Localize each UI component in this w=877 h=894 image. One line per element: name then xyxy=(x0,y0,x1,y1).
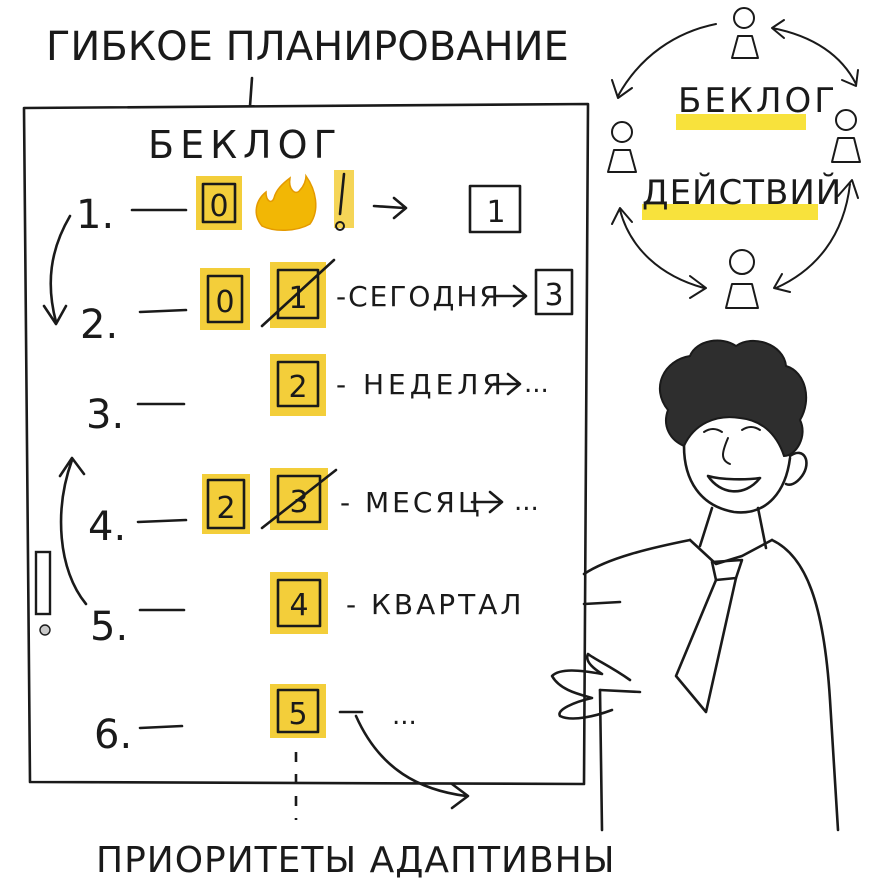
row-dashes xyxy=(130,208,188,730)
cycle-line1-highlight xyxy=(676,114,806,130)
fire-icon xyxy=(255,173,317,231)
tie-knot xyxy=(710,558,744,582)
exclamation-stroke xyxy=(338,172,346,216)
row2-box-a xyxy=(206,274,244,324)
row3-arrow xyxy=(492,372,522,396)
person-icon-right xyxy=(831,109,861,163)
row-4: 2 3 - МЕСЯЦ ... xyxy=(202,468,539,534)
row4-box-b-number: 3 xyxy=(289,485,308,520)
row2-box-target xyxy=(534,268,574,316)
row4-label: - МЕСЯЦ xyxy=(340,486,483,519)
row4-arrow xyxy=(470,490,504,514)
row6-ellipsis: ... xyxy=(392,701,417,731)
row4-box-a-number: 2 xyxy=(216,491,235,526)
row1-box-target xyxy=(468,184,522,234)
up-curved-arrow xyxy=(58,456,88,606)
row-number-5: 5. xyxy=(90,604,128,650)
row6-box-b xyxy=(276,688,320,734)
row-number-4: 4. xyxy=(88,504,126,550)
arm-line xyxy=(582,600,622,606)
page-title: ГИБКОЕ ПЛАНИРОВАНИЕ xyxy=(46,24,569,70)
row4-strike xyxy=(260,468,338,530)
row1-arrow xyxy=(372,196,408,220)
row-3: 2 - НЕДЕЛЯ ... xyxy=(270,354,549,416)
cycle-arrow-top-right xyxy=(771,19,859,87)
row2-arrow xyxy=(494,284,528,308)
row6-box-b-number: 5 xyxy=(288,697,307,732)
row-number-3: 3. xyxy=(86,392,124,438)
neck xyxy=(698,506,768,550)
row3-box-b-number: 2 xyxy=(288,370,307,405)
cycle-arrow-bottom-right xyxy=(773,179,859,293)
row1-box-target-number: 1 xyxy=(486,195,505,230)
row1-box-a xyxy=(201,182,237,224)
row-5: 4 - КВАРТАЛ xyxy=(270,572,524,634)
row5-box-b-number: 4 xyxy=(289,588,308,623)
row2-box-target-number: 3 xyxy=(544,278,563,313)
row4-box-b xyxy=(276,474,322,524)
row4-box-a xyxy=(206,478,246,530)
person-icon-bottom xyxy=(725,249,759,309)
row2-strike xyxy=(260,258,336,328)
left-exclamation-dot xyxy=(39,624,51,636)
row-dash-4 xyxy=(136,518,188,524)
row-dash-2 xyxy=(138,308,188,314)
left-exclamation-bar xyxy=(34,550,52,616)
tie xyxy=(674,576,738,714)
bottom-caption: ПРИОРИТЕТЫ АДАПТИВНЫ xyxy=(96,840,616,881)
face-outline xyxy=(682,444,792,514)
row6-box-b-fill xyxy=(270,684,326,738)
hair xyxy=(658,339,808,458)
sleeve-cuff xyxy=(598,688,642,694)
cycle-line1: БЕКЛОГ xyxy=(678,81,838,121)
presenter-illustration xyxy=(550,339,840,832)
row5-box-b xyxy=(276,578,322,628)
cycle-arrow-bottom-left xyxy=(611,207,707,299)
row-1: 0 1 xyxy=(196,170,522,234)
exclamation-dot xyxy=(335,221,345,231)
title-connector xyxy=(248,76,254,108)
row2-box-b xyxy=(276,268,320,320)
cycle-arrow-top-left xyxy=(611,23,717,99)
left-eye xyxy=(703,428,723,433)
row2-label: -СЕГОДНЯ xyxy=(336,280,501,313)
row1-box-a-number: 0 xyxy=(209,189,228,224)
row4-box-a-fill xyxy=(202,474,250,534)
row6-curved-arrow xyxy=(354,714,470,810)
row3-ellipsis: ... xyxy=(524,369,549,399)
row3-label: - НЕДЕЛЯ xyxy=(336,368,506,401)
row-numbers: 1. 2. 3. 4. 5. 6. xyxy=(76,192,132,758)
action-backlog-cycle: БЕКЛОГ ДЕЙСТВИЙ xyxy=(607,7,861,309)
row5-label: - КВАРТАЛ xyxy=(346,588,524,621)
right-eye xyxy=(741,426,761,431)
smile xyxy=(706,474,762,493)
left-exclamation xyxy=(34,550,52,636)
row-6: 5 ... xyxy=(270,684,470,810)
nose xyxy=(722,437,731,465)
row4-ellipsis: ... xyxy=(514,487,539,517)
row-number-6: 6. xyxy=(94,712,132,758)
cycle-line2-highlight xyxy=(642,204,818,220)
hand-icon xyxy=(550,652,632,720)
board-heading: БЕКЛОГ xyxy=(148,123,343,167)
row5-box-b-fill xyxy=(270,572,328,634)
row-2: 0 1 -СЕГОДНЯ 3 xyxy=(200,258,574,330)
backlog-board xyxy=(22,102,590,786)
down-curved-arrow xyxy=(42,214,72,326)
row3-box-b xyxy=(276,360,320,408)
row-dash-6 xyxy=(138,724,184,730)
cycle-line2: ДЕЙСТВИЙ xyxy=(642,172,842,213)
row-number-2: 2. xyxy=(80,302,118,348)
row-number-1: 1. xyxy=(76,192,114,238)
person-icon-left xyxy=(607,121,637,173)
person-icon-top xyxy=(731,7,759,59)
ear-icon xyxy=(784,451,808,487)
row2-box-a-number: 0 xyxy=(215,285,234,320)
